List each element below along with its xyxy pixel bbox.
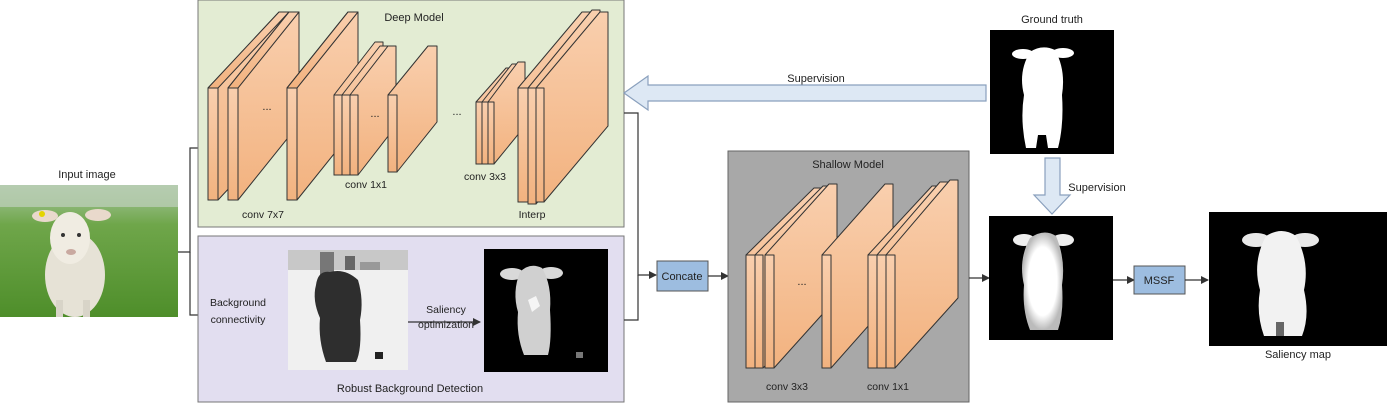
supervision-top-label: Supervision [787,73,844,85]
input-image [0,185,178,317]
optimized-saliency [484,249,608,372]
saliency-map-label: Saliency map [1265,349,1331,361]
label-conv3x3: conv 3x3 [464,171,506,183]
supervision-right-label: Supervision [1068,182,1125,194]
shallow-layers [745,179,959,369]
supervision-arrow-down [1032,157,1072,215]
mssf-box [1133,265,1186,295]
input-image-label: Input image [58,169,115,181]
saliency-opt-line2: optimization [418,319,474,331]
shallow-model-title: Shallow Model [812,159,884,171]
supervision-arrow-top [622,74,987,112]
saliency-map-image [1209,212,1387,346]
label-interp: Interp [519,209,546,221]
shallow-result-image [989,216,1113,340]
label-conv1x1: conv 1x1 [345,179,387,191]
shallow-label-conv3x3: conv 3x3 [766,381,808,393]
bg-connectivity-line1: Background [210,297,266,309]
deep-ellipsis-1: ... [262,101,271,113]
saliency-opt-line1: Saliency [426,304,466,316]
background-map [288,250,408,370]
concate-label: Concate [662,271,703,283]
deep-model-title: Deep Model [384,12,443,24]
deep-ellipsis-3: ... [452,106,461,118]
ground-truth-label: Ground truth [1021,14,1083,26]
deep-ellipsis-2: ... [370,108,379,120]
bg-connectivity-line2: connectivity [211,314,267,326]
shallow-ellipsis: ... [797,276,806,288]
shallow-label-conv1x1: conv 1x1 [867,381,909,393]
merge-connectors [624,112,657,321]
concate-box [656,260,709,292]
deep-layers [207,9,609,205]
mssf-label: MSSF [1144,275,1175,287]
robust-title: Robust Background Detection [337,383,483,395]
ground-truth-image [990,30,1114,154]
label-conv7x7: conv 7x7 [242,209,284,221]
